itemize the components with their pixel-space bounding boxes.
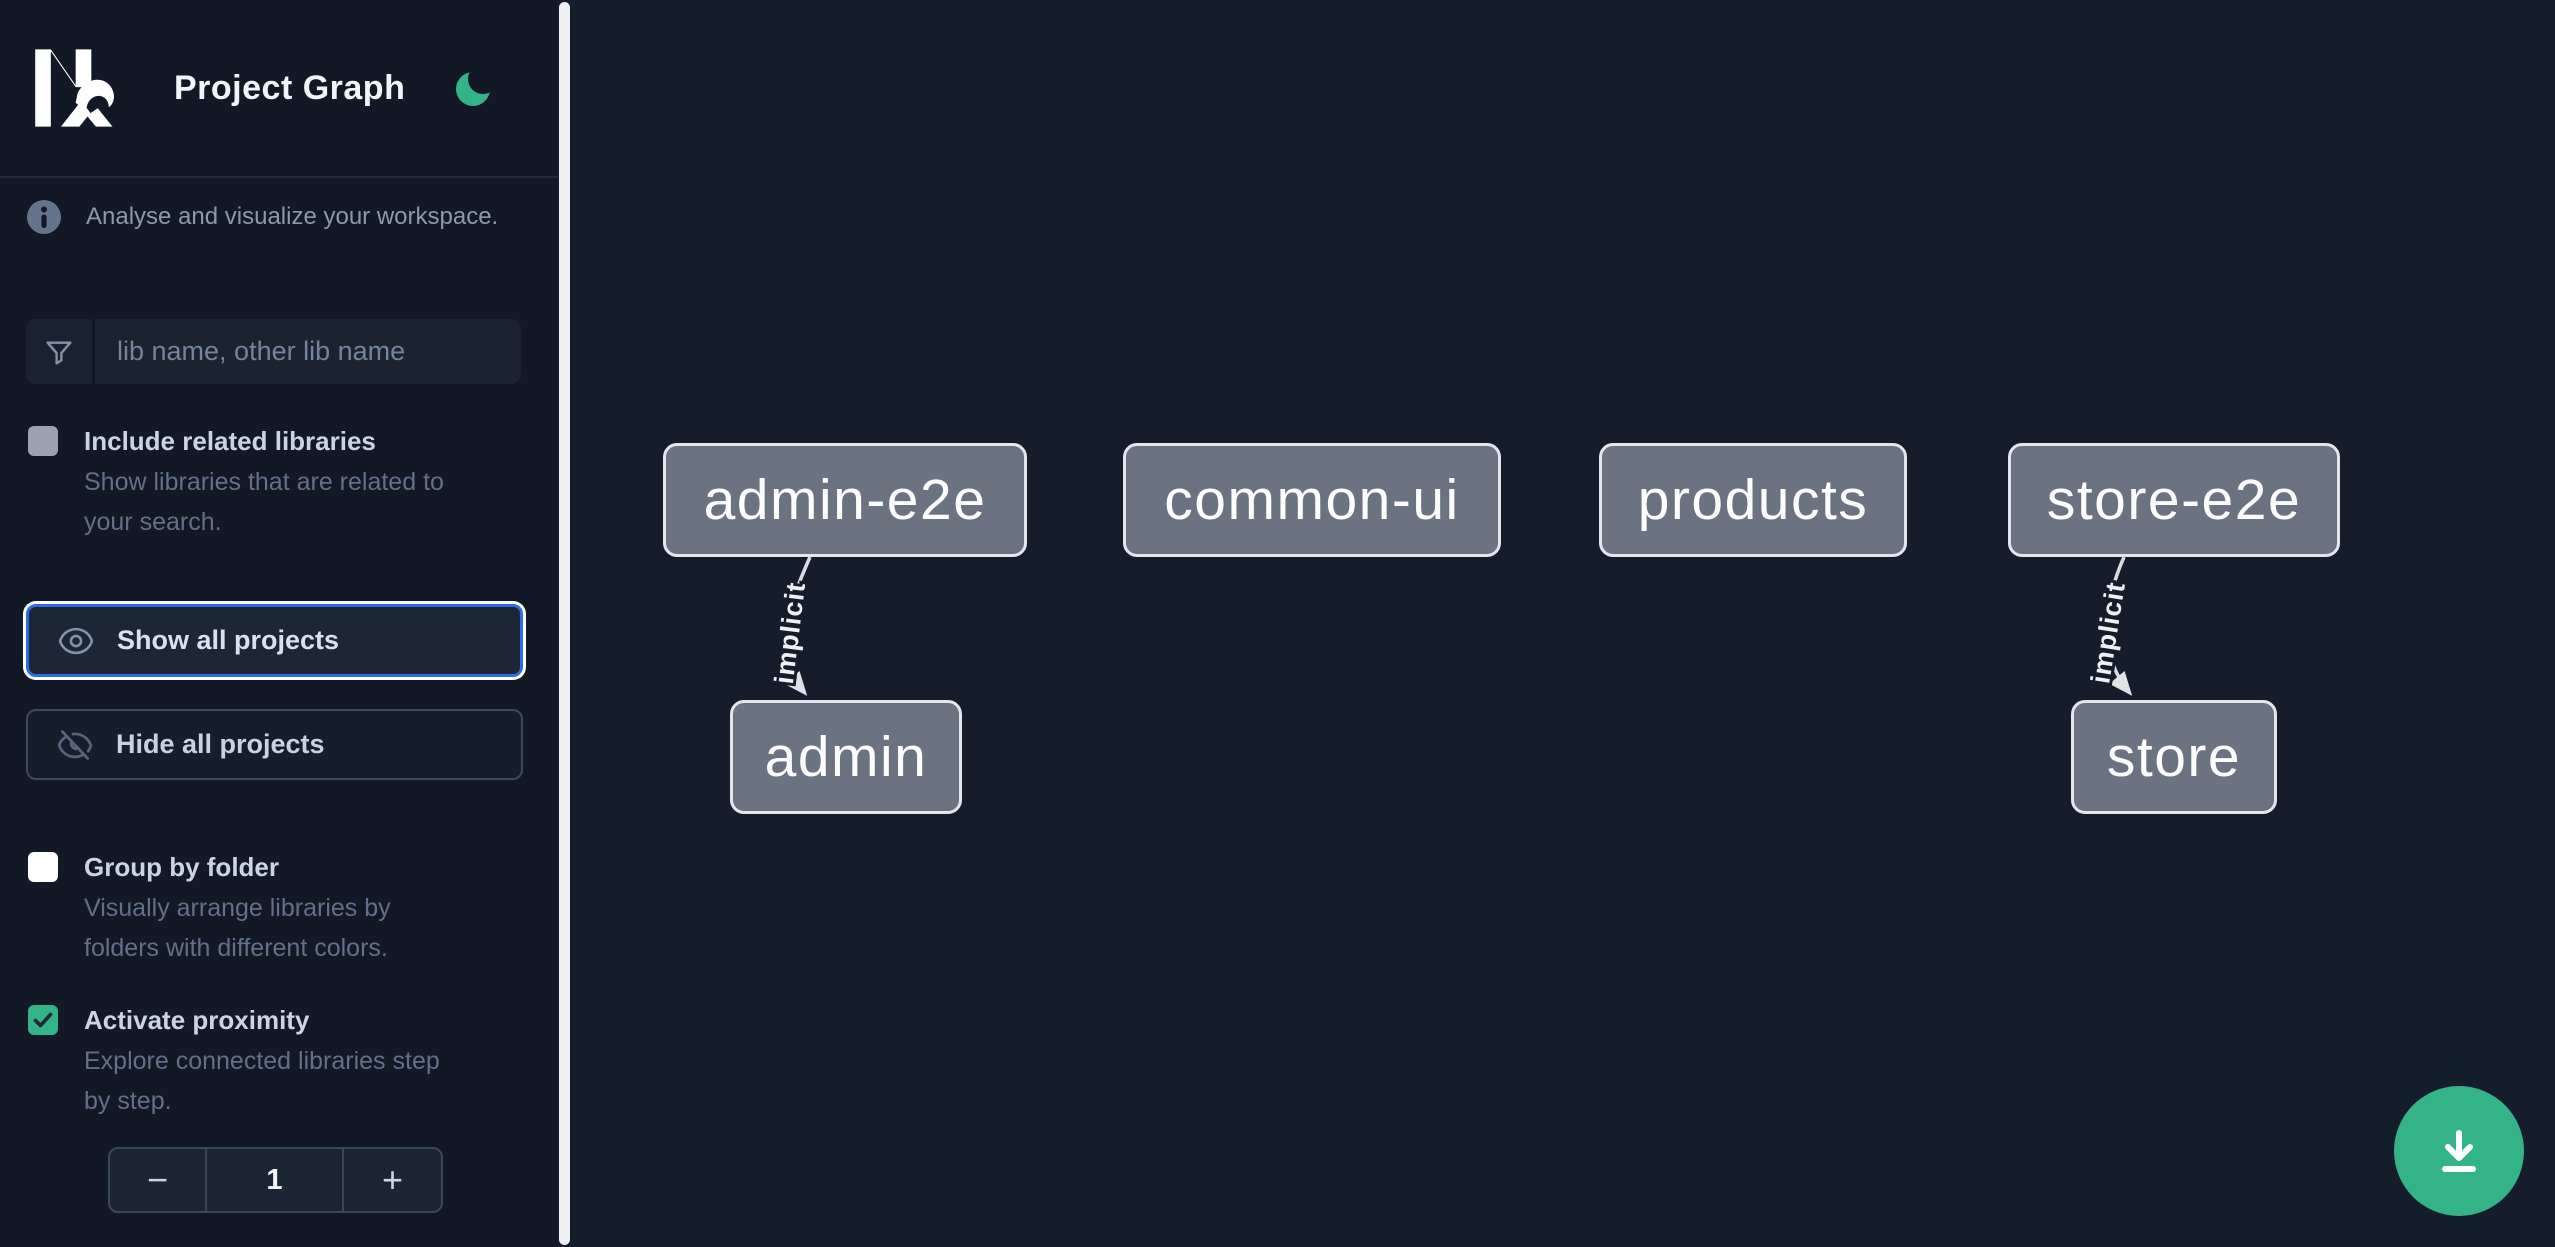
hide-all-projects-button[interactable]: Hide all projects: [26, 709, 523, 780]
edge-store-e2e-to-store[interactable]: [2105, 556, 2133, 696]
check-icon: [33, 1012, 53, 1028]
funnel-icon: [26, 319, 95, 384]
download-icon: [2442, 1130, 2476, 1172]
graph-node-admin[interactable]: admin: [730, 700, 962, 814]
eye-slash-icon: [57, 729, 93, 760]
proximity-stepper: − 1 +: [108, 1147, 443, 1213]
graph-edges: implicit implicit: [766, 556, 2134, 696]
nx-logo: [35, 49, 114, 127]
graph-node-common-ui[interactable]: common-ui: [1123, 443, 1501, 557]
option-description: Explore connected libraries step by step…: [84, 1047, 440, 1115]
info-icon: [27, 200, 61, 234]
option-label: Activate proximity: [84, 1005, 310, 1035]
page-title: Project Graph: [174, 68, 406, 107]
show-all-projects-label: Show all projects: [117, 625, 340, 655]
option-label: Include related libraries: [84, 426, 376, 456]
tagline-row: Analyse and visualize your workspace.: [26, 198, 498, 236]
moon-icon: [456, 66, 497, 106]
sidebar: Project Graph Analyse and visualize your…: [0, 0, 558, 1247]
sidebar-header: Project Graph: [0, 0, 558, 178]
edge-admin-e2e-to-admin[interactable]: [784, 556, 812, 696]
graph-canvas[interactable]: implicit implicit admin-e2e common-ui produ…: [571, 0, 2555, 1247]
download-fab-button[interactable]: [2394, 1086, 2524, 1216]
option-activate-proximity[interactable]: Activate proximity Explore connected lib…: [28, 1001, 462, 1121]
edge-label[interactable]: implicit: [766, 577, 814, 688]
show-all-projects-button[interactable]: Show all projects: [26, 604, 523, 677]
stepper-value[interactable]: 1: [205, 1149, 344, 1211]
checkbox-group-by-folder[interactable]: [28, 852, 58, 882]
theme-toggle[interactable]: [451, 65, 497, 111]
stepper-decrement-button[interactable]: −: [146, 1159, 169, 1200]
sidebar-scrollbar: [558, 0, 571, 1247]
hide-all-projects-label: Hide all projects: [116, 729, 325, 759]
graph-node-store-e2e[interactable]: store-e2e: [2008, 443, 2340, 557]
stepper-increment-button[interactable]: +: [381, 1159, 404, 1200]
graph-node-store[interactable]: store: [2071, 700, 2277, 814]
option-label: Group by folder: [84, 852, 279, 882]
tagline-text: Analyse and visualize your workspace.: [86, 203, 499, 230]
option-description: Show libraries that are related to your …: [84, 468, 444, 536]
option-group-by-folder[interactable]: Group by folder Visually arrange librari…: [28, 848, 462, 968]
graph-node-admin-e2e[interactable]: admin-e2e: [663, 443, 1027, 557]
option-include-related-libraries[interactable]: Include related libraries Show libraries…: [28, 422, 462, 542]
eye-icon: [58, 627, 94, 654]
search-bar: [26, 319, 521, 384]
search-input[interactable]: [95, 319, 521, 384]
checkbox-include-related-libraries[interactable]: [28, 426, 58, 456]
sidebar-scrollbar-thumb[interactable]: [559, 2, 570, 1245]
checkbox-activate-proximity[interactable]: [28, 1005, 58, 1035]
edge-label[interactable]: implicit: [2082, 577, 2134, 689]
graph-node-products[interactable]: products: [1599, 443, 1907, 557]
option-description: Visually arrange libraries by folders wi…: [84, 894, 391, 962]
